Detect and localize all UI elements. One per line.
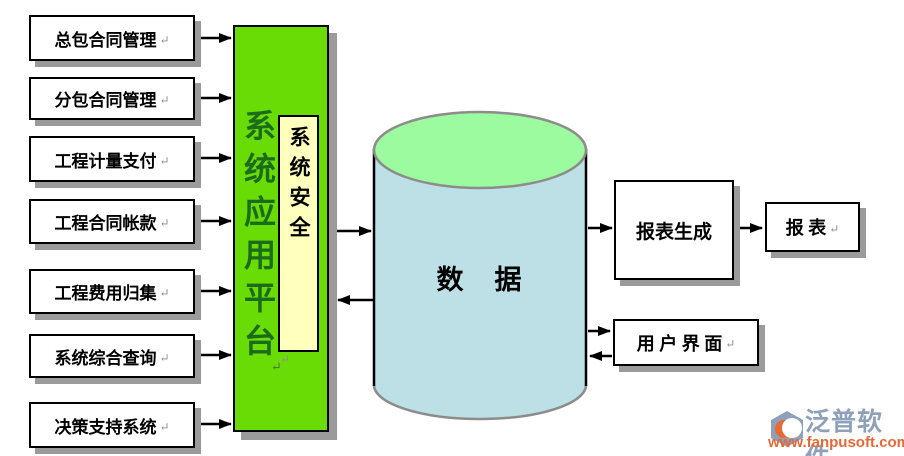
paragraph-mark: ↵ bbox=[725, 337, 736, 351]
database-cylinder bbox=[372, 110, 588, 421]
brand-name: 泛普软件 bbox=[805, 408, 884, 456]
platform-label: 系统应用平台 bbox=[240, 109, 276, 367]
security-label: 系统安全 bbox=[287, 126, 311, 246]
report-box: 报 表↵ bbox=[765, 202, 860, 252]
module-label: 分包合同管理 bbox=[54, 91, 157, 110]
paragraph-mark: ↵ bbox=[159, 286, 170, 300]
module-box-measurement-payment: 工程计量支付↵ bbox=[29, 136, 195, 182]
module-box-decision-support: 决策支持系统↵ bbox=[29, 402, 195, 448]
security-panel: 系统安全 bbox=[278, 115, 319, 352]
report-generation-box: 报表生成 bbox=[614, 180, 734, 280]
report-generation-label: 报表生成 bbox=[635, 221, 712, 243]
report-label: 报 表 bbox=[785, 218, 827, 238]
module-label: 决策支持系统 bbox=[54, 417, 157, 437]
module-label: 总包合同管理 bbox=[54, 30, 157, 50]
cylinder-top bbox=[372, 110, 588, 190]
module-box-cost-collection: 工程费用归集↵ bbox=[29, 269, 195, 314]
paragraph-mark: ↵ bbox=[280, 352, 291, 366]
paragraph-mark: ↵ bbox=[159, 350, 170, 365]
paragraph-mark: ↵ bbox=[159, 32, 170, 47]
module-label: 工程合同帐款 bbox=[54, 214, 157, 233]
module-box-general-contract: 总包合同管理↵ bbox=[29, 15, 195, 61]
module-label: 系统综合查询 bbox=[54, 348, 157, 368]
paragraph-mark: ↵ bbox=[159, 153, 170, 168]
paragraph-mark: ↵ bbox=[159, 216, 170, 230]
fanpu-logo-icon bbox=[771, 411, 803, 447]
module-box-contract-accounts: 工程合同帐款↵ bbox=[29, 199, 195, 244]
module-box-comprehensive-query: 系统综合查询↵ bbox=[29, 334, 195, 378]
cylinder-bottom-edge bbox=[372, 384, 588, 421]
database-label: 数 据 bbox=[436, 265, 524, 295]
module-box-subcontract: 分包合同管理↵ bbox=[29, 77, 195, 120]
paragraph-mark: ↵ bbox=[159, 419, 170, 434]
module-label: 工程计量支付 bbox=[54, 151, 157, 171]
user-interface-label: 用 户 界 面 bbox=[636, 333, 723, 354]
brand-url: www.fanpusoft.com↵ bbox=[768, 434, 904, 451]
watermark: 泛普软件 www.fanpusoft.com↵ bbox=[768, 402, 904, 456]
paragraph-mark: ↵ bbox=[271, 359, 282, 374]
brand-url-text: www.fanpusoft.com bbox=[768, 434, 904, 451]
module-label: 工程费用归集 bbox=[54, 284, 157, 303]
user-interface-box: 用 户 界 面↵ bbox=[613, 319, 759, 366]
flow-arrows bbox=[199, 33, 763, 429]
paragraph-mark: ↵ bbox=[829, 221, 840, 236]
cylinder-body bbox=[374, 150, 586, 419]
paragraph-mark: ↵ bbox=[159, 93, 170, 107]
